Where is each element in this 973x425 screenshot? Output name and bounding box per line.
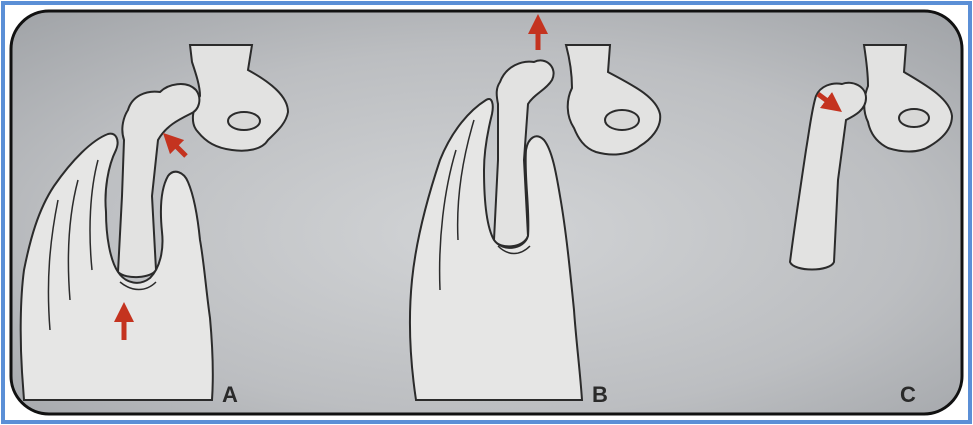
obturator-foramen (605, 110, 639, 130)
panel-label-b: B (592, 382, 608, 407)
obturator-foramen (899, 109, 929, 127)
panel-label-a: A (222, 382, 238, 407)
panel-label-c: C (900, 382, 916, 407)
obturator-foramen (228, 112, 260, 130)
